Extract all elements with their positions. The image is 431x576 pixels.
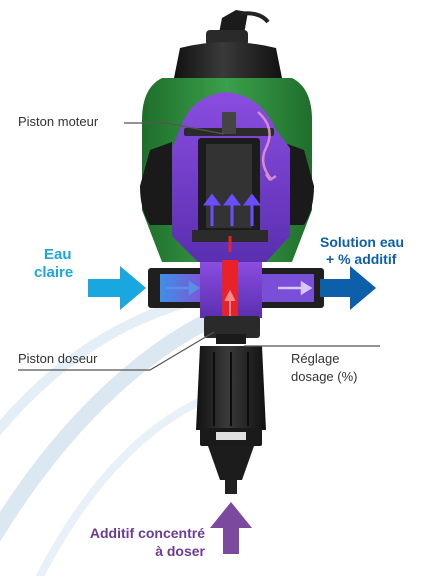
label-solution-1: Solution eau — [320, 234, 404, 250]
clear-water-inlet-arrow — [88, 266, 146, 310]
additive-inlet-arrow — [210, 502, 252, 554]
pump-illustration — [140, 10, 324, 494]
label-eau-claire-1: Eau — [44, 246, 72, 263]
label-additif-1: Additif concentré — [89, 525, 205, 541]
label-reglage-1: Réglage — [291, 351, 340, 366]
callout-lines — [18, 122, 380, 371]
solution-outlet-arrow — [320, 266, 376, 310]
label-additif-2: à doser — [155, 543, 205, 559]
label-reglage-2: dosage (%) — [291, 369, 358, 384]
label-solution-2: + % additif — [326, 251, 397, 267]
label-piston-doseur: Piston doseur — [18, 351, 98, 366]
label-eau-claire-2: claire — [34, 264, 74, 281]
label-piston-moteur: Piston moteur — [18, 114, 99, 129]
